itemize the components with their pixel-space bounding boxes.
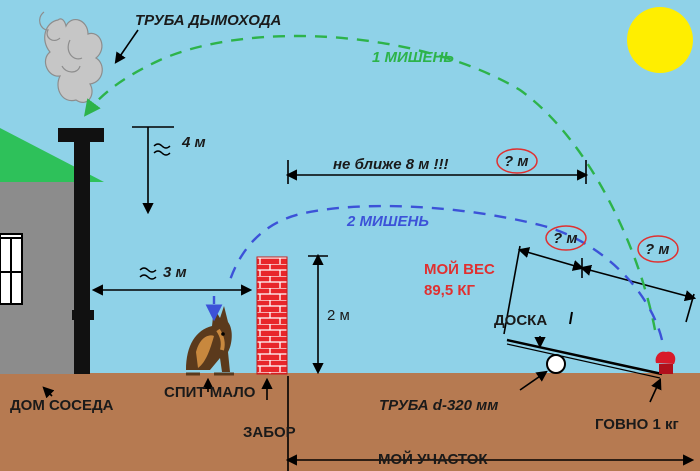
brick-fence: [256, 256, 288, 375]
poop-object: [655, 351, 676, 374]
label-target-1: 1 МИШЕНЬ: [372, 49, 454, 66]
pointer-chimney: [114, 29, 139, 64]
question-mark-circle-2: [545, 225, 587, 251]
board: [506, 338, 663, 376]
target-distance-arrow-1: [517, 247, 585, 271]
sun: [627, 7, 693, 73]
label-board: ДОСКА: [494, 312, 548, 329]
label-pipe-d320: ТРУБА d-320 мм: [379, 397, 499, 414]
dog: [186, 306, 234, 376]
label-my-weight: МОЙ ВЕС: [424, 261, 495, 278]
question-mark-circle-3: [637, 235, 679, 263]
house-window: [0, 233, 23, 305]
label-target-2: 2 МИШЕНЬ: [347, 213, 429, 230]
chimney-collar: [72, 310, 94, 320]
label-dist-3m: 3 м: [163, 264, 187, 281]
label-not-closer-8m: не ближе 8 м !!!: [333, 156, 449, 173]
target-distance-arrow-2: [579, 264, 697, 302]
chimney-smoke: [39, 11, 103, 103]
label-neighbor-house: ДОМ СОСЕДА: [10, 397, 114, 414]
label-weight-value: 89,5 КГ: [424, 282, 476, 299]
trajectory-target-2: [228, 204, 664, 341]
label-my-plot: МОЙ УЧАСТОК: [378, 451, 488, 468]
label-sleeps-little: СПИТ МАЛО: [164, 384, 256, 401]
label-poop: ГОВНО 1 кг: [595, 416, 679, 433]
chimney-cap: [58, 128, 104, 142]
pointer-poop: [649, 377, 662, 403]
pointer-pipe: [519, 370, 548, 391]
label-question-m-1: ? м: [504, 153, 529, 170]
label-height-4m: 4 м: [182, 134, 206, 151]
chimney-pipe: [74, 130, 90, 374]
label-fence-2m: 2 м: [327, 307, 350, 324]
pipe-d320: [546, 354, 566, 374]
question-mark-circle-1: [496, 148, 538, 174]
pointer-house: [42, 386, 55, 399]
trajectory-target-1: [83, 34, 657, 331]
label-fence: ЗАБОР: [243, 424, 296, 441]
label-question-m-2: ? м: [553, 230, 578, 247]
label-chimney-pipe: ТРУБА ДЫМОХОДА: [135, 12, 282, 29]
label-question-m-3: ? м: [645, 241, 670, 258]
